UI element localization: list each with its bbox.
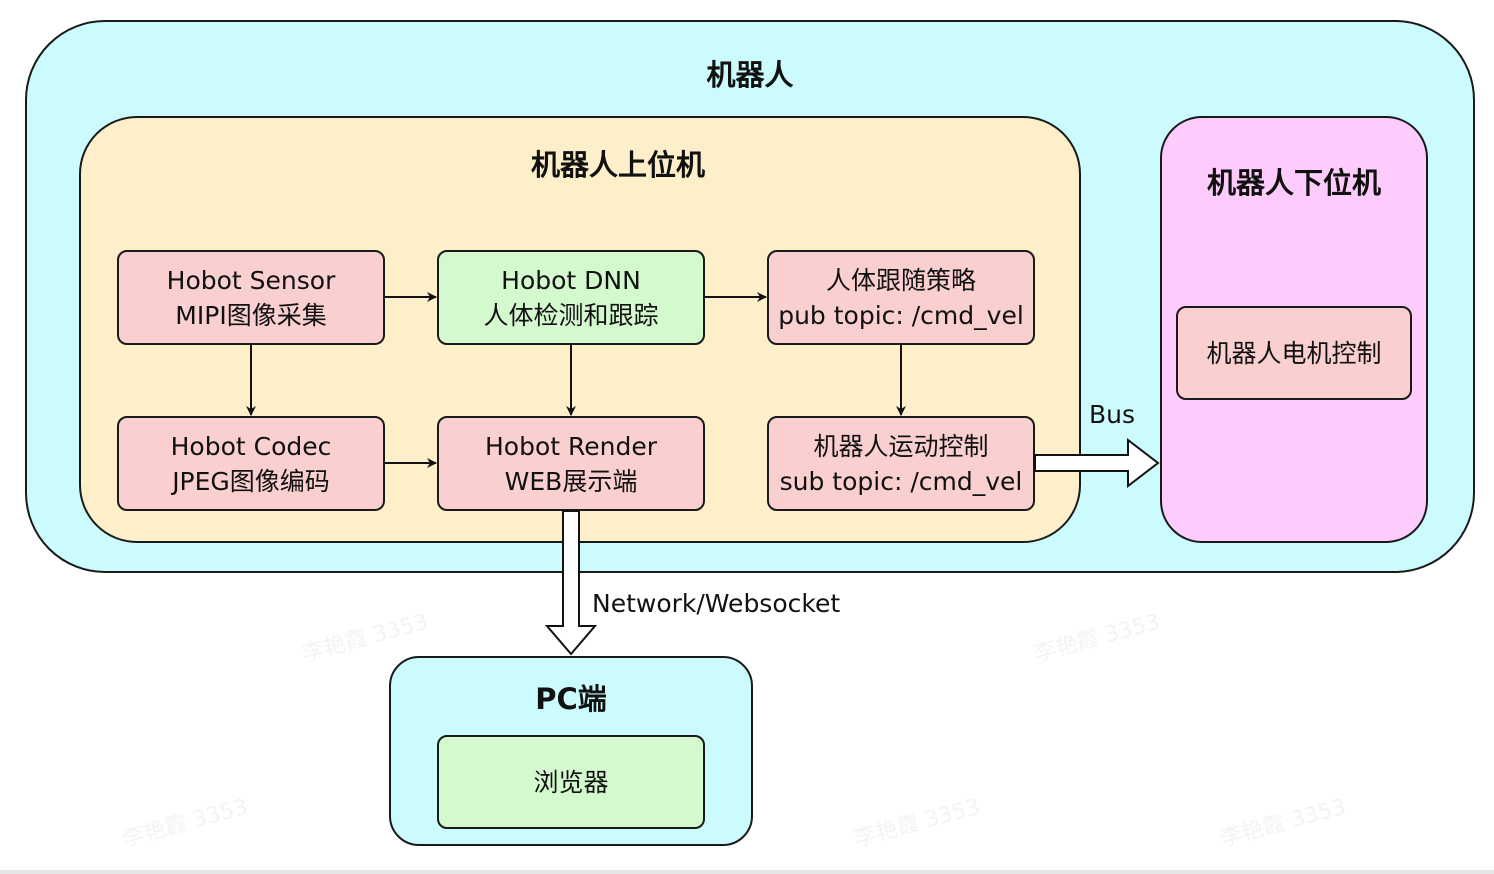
- bottom-divider: [0, 870, 1494, 874]
- follow-strategy-line1: 人体跟随策略: [825, 265, 976, 295]
- watermark: 李艳霞 3353: [851, 794, 983, 853]
- browser-label: 浏览器: [533, 767, 609, 797]
- hobot-sensor-line2: MIPI图像采集: [175, 300, 327, 330]
- upper-computer-title: 机器人上位机: [530, 148, 705, 182]
- browser-node: 浏览器: [437, 735, 705, 829]
- pc-title: PC端: [535, 682, 607, 716]
- follow-strategy-line2: pub topic: /cmd_vel: [778, 300, 1024, 330]
- hobot-sensor-node: Hobot Sensor MIPI图像采集: [117, 250, 385, 345]
- motor-control-node: 机器人电机控制: [1176, 306, 1412, 400]
- lower-computer-title: 机器人下位机: [1206, 166, 1381, 200]
- hobot-codec-node: Hobot Codec JPEG图像编码: [117, 416, 385, 511]
- motion-control-line1: 机器人运动控制: [813, 431, 989, 461]
- motion-control-node: 机器人运动控制 sub topic: /cmd_vel: [767, 416, 1035, 511]
- hobot-sensor-line1: Hobot Sensor: [166, 265, 336, 295]
- bus-label: Bus: [1089, 400, 1136, 429]
- follow-strategy-node: 人体跟随策略 pub topic: /cmd_vel: [767, 250, 1035, 345]
- watermark: 李艳霞 3353: [119, 794, 251, 853]
- hobot-render-line2: WEB展示端: [504, 466, 638, 496]
- motion-control-line2: sub topic: /cmd_vel: [779, 466, 1023, 496]
- watermark: 李艳霞 3353: [1217, 794, 1349, 853]
- hobot-codec-line2: JPEG图像编码: [172, 466, 330, 496]
- hobot-codec-line1: Hobot Codec: [170, 431, 332, 461]
- watermark: 李艳霞 3353: [1031, 609, 1163, 668]
- hobot-dnn-line1: Hobot DNN: [501, 265, 641, 295]
- hobot-dnn-node: Hobot DNN 人体检测和跟踪: [437, 250, 705, 345]
- hobot-dnn-line2: 人体检测和跟踪: [483, 300, 659, 330]
- network-websocket-label: Network/Websocket: [592, 589, 841, 618]
- robot-title: 机器人: [706, 58, 794, 92]
- hobot-render-node: Hobot Render WEB展示端: [437, 416, 705, 511]
- motor-control-label: 机器人电机控制: [1206, 338, 1382, 368]
- hobot-render-line1: Hobot Render: [484, 431, 657, 461]
